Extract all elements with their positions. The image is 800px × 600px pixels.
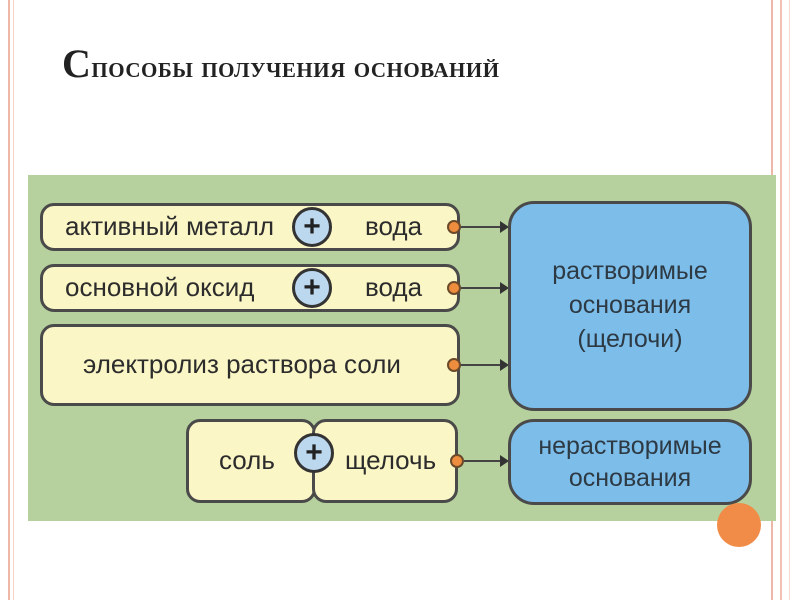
right-border-line-mid: [780, 0, 782, 600]
label-electrolysis: электролиз раствора соли: [83, 348, 401, 379]
plus-icon: +: [292, 207, 332, 247]
diagram-panel: активный металл вода + основной оксид во…: [28, 175, 776, 521]
arrow-icon: [464, 455, 509, 467]
slide-title: Способы получения оснований: [62, 40, 500, 87]
label-basic-oxide: основной оксид: [65, 271, 255, 302]
result-soluble-line-3: (щелочи): [577, 324, 683, 353]
pill-active-metal-water: активный металл вода: [40, 203, 460, 251]
title-first-letter: С: [62, 41, 92, 86]
left-border-line: [8, 0, 10, 600]
pill-salt: соль: [186, 419, 316, 503]
title-rest: пособы получения оснований: [91, 51, 500, 84]
plus-icon: +: [292, 268, 332, 308]
pill-electrolysis: электролиз раствора соли: [40, 324, 460, 406]
label-alkali: щелочь: [345, 444, 437, 475]
right-border-line-thin: [789, 0, 790, 600]
arrow-icon: [461, 282, 509, 294]
result-insoluble-line-1: нерастворимые: [538, 431, 722, 460]
connector-dot: [447, 220, 461, 234]
pill-alkali: щелочь: [312, 419, 458, 503]
arrow-icon: [461, 359, 509, 371]
label-water-2: вода: [365, 271, 423, 302]
label-salt: соль: [219, 444, 275, 475]
result-soluble-line-2: основания: [568, 291, 692, 320]
connector-dot: [447, 281, 461, 295]
plus-icon: +: [294, 433, 334, 473]
pill-basic-oxide-water: основной оксид вода: [40, 264, 460, 312]
left-border-line-thin: [13, 0, 14, 600]
connector-dot: [447, 358, 461, 372]
connector-dot: [450, 454, 464, 468]
label-active-metal: активный металл: [65, 210, 275, 241]
result-insoluble-bases: нерастворимые основания: [508, 419, 752, 505]
label-water-1: вода: [365, 210, 423, 241]
arrow-icon: [461, 221, 509, 233]
result-soluble-bases: растворимые основания (щелочи): [508, 201, 752, 411]
decorative-orange-circle: [717, 503, 761, 547]
result-soluble-line-1: растворимые: [552, 257, 708, 286]
result-insoluble-line-2: основания: [568, 464, 692, 492]
